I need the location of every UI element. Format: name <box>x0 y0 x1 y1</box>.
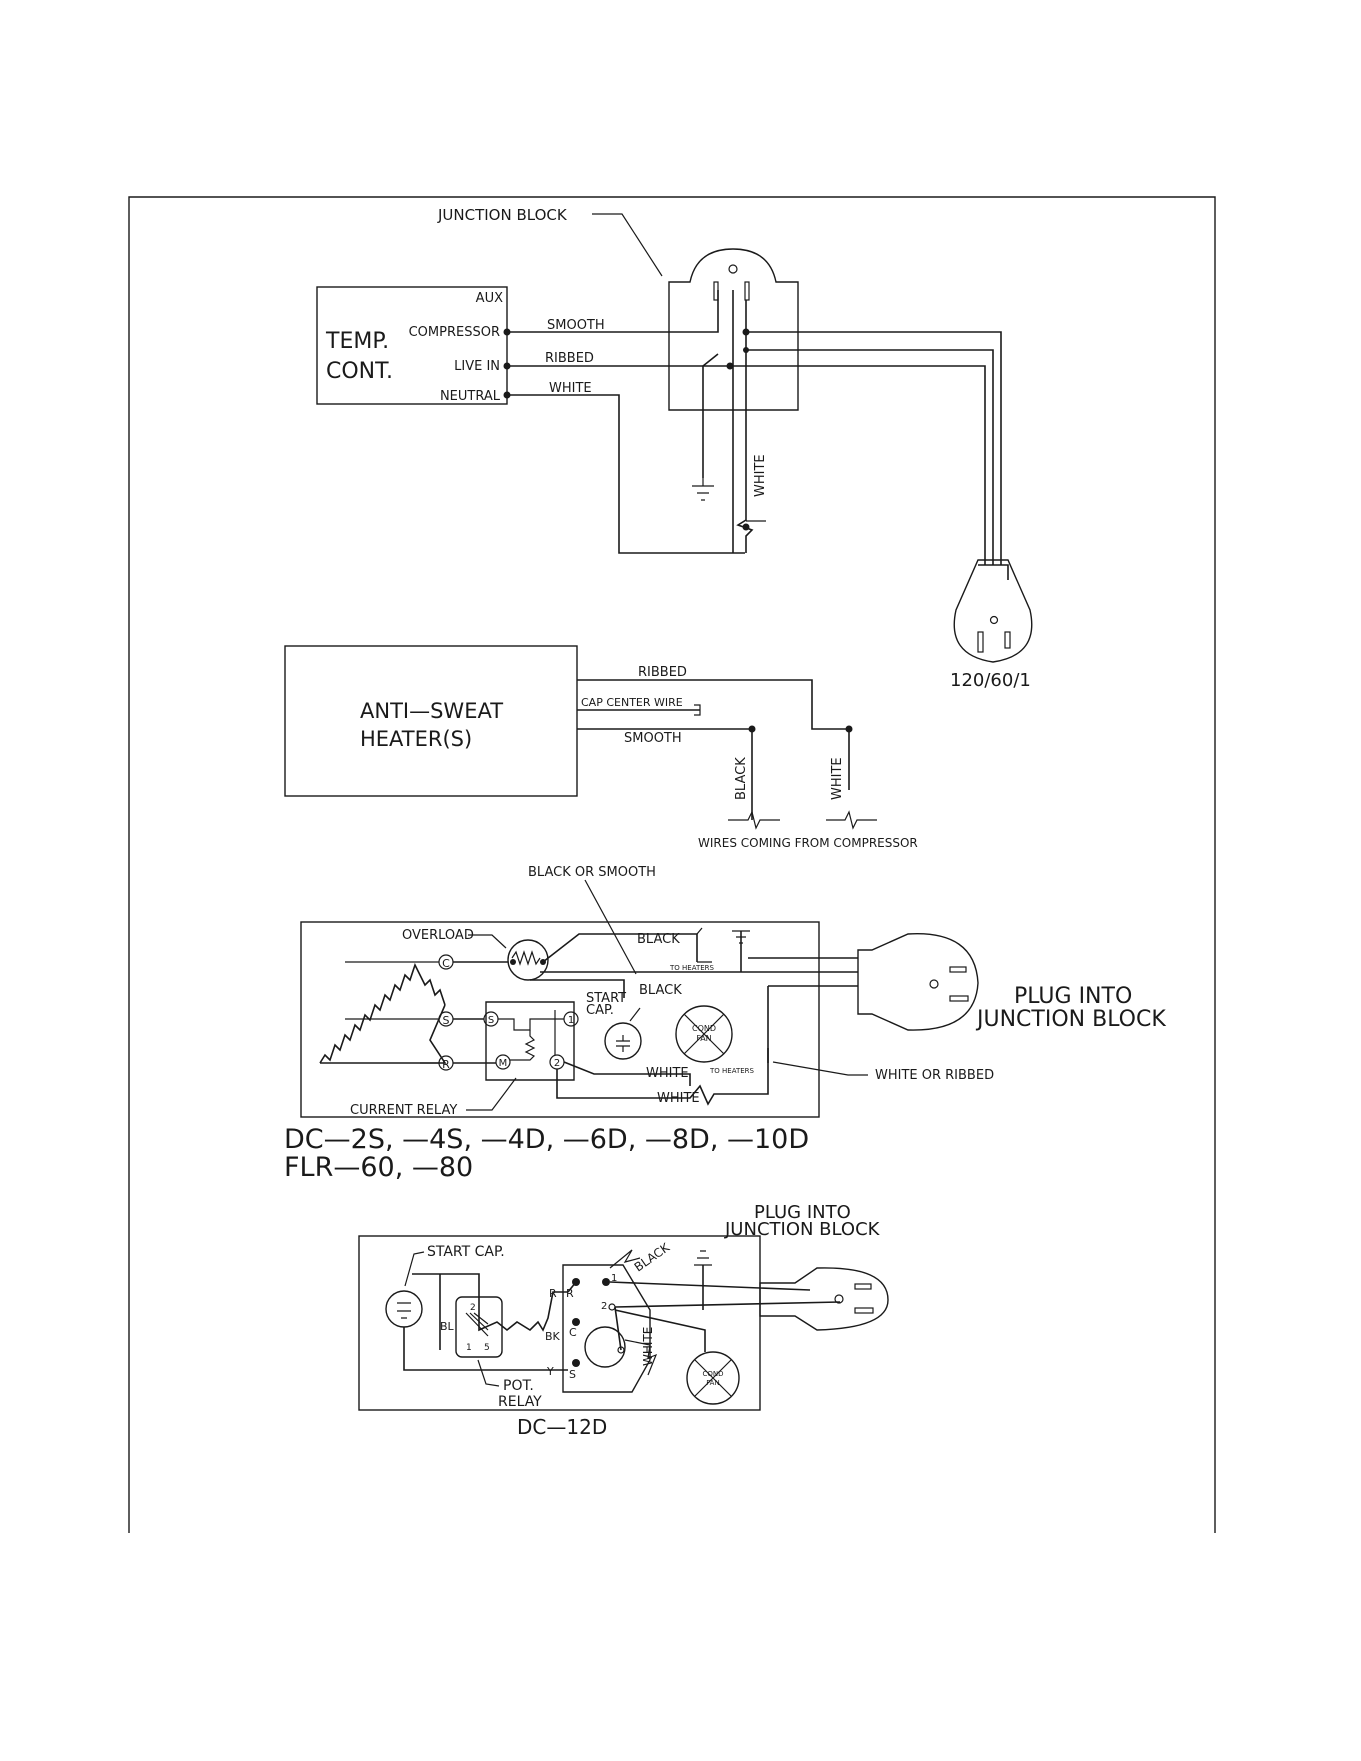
ground-symbol <box>692 478 714 501</box>
anti-sweat-smooth-label: SMOOTH <box>624 731 682 746</box>
junction-block-label: JUNCTION BLOCK <box>437 206 568 224</box>
smooth-wire <box>507 290 719 333</box>
outlet-face <box>953 559 1033 663</box>
current-relay-outline <box>485 1001 575 1081</box>
white-bottom-label: WHITE <box>657 1091 700 1106</box>
compressor-b-box <box>358 1235 761 1411</box>
black-top-label: BLACK <box>637 932 680 947</box>
svg-text:M: M <box>499 1058 508 1069</box>
svg-text:1: 1 <box>466 1343 472 1353</box>
white-b-label: WHITE <box>641 1327 655 1366</box>
anti-sweat-box <box>284 645 578 797</box>
svg-text:FAN: FAN <box>696 1034 711 1043</box>
junction-block-body <box>668 248 799 411</box>
model-b: DC—12D <box>517 1415 607 1439</box>
svg-text:5: 5 <box>484 1343 490 1353</box>
pot-relay-line1: POT. <box>503 1378 534 1394</box>
compressor-a-plug <box>857 933 979 1031</box>
model-a-line2: FLR—60, —80 <box>284 1152 473 1183</box>
black-wire-label: BLACK <box>734 757 749 800</box>
temp-control-section: TEMP. CONT. AUX COMPRESSOR LIVE IN NEUTR… <box>316 206 1033 691</box>
terminal-compressor: COMPRESSOR <box>409 325 500 340</box>
start-cap-b <box>385 1290 423 1328</box>
compressor-a-section: BLACK OR SMOOTH C S R OVERLOAD BLACK TO … <box>284 865 1166 1183</box>
wire-bl: BL <box>440 1320 455 1333</box>
svg-text:R: R <box>549 1287 557 1300</box>
current-relay-label: CURRENT RELAY <box>350 1103 457 1118</box>
plug-into-b-line1: PLUG INTO <box>754 1202 851 1223</box>
to-heaters-bottom: TO HEATERS <box>709 1067 755 1075</box>
temp-control-title-1: TEMP. <box>325 329 389 354</box>
black-or-smooth-note: BLACK OR SMOOTH <box>528 865 656 880</box>
plug-into-line2: JUNCTION BLOCK <box>975 1007 1166 1032</box>
terminal-live-in: LIVE IN <box>454 359 500 374</box>
terminal-neutral: NEUTRAL <box>440 389 501 404</box>
svg-text:1: 1 <box>611 1273 617 1284</box>
svg-text:2: 2 <box>601 1301 607 1312</box>
svg-text:COND: COND <box>692 1024 716 1033</box>
svg-text:C: C <box>569 1326 577 1339</box>
page-frame <box>128 196 1216 1533</box>
svg-text:S: S <box>569 1368 576 1381</box>
white-wire <box>507 394 745 554</box>
compressor-a-box <box>300 921 820 1118</box>
anti-sweat-section: ANTI—SWEAT HEATER(S) RIBBED CAP CENTER W… <box>284 645 918 850</box>
white-wire-label-2: WHITE <box>830 757 845 800</box>
compressor-b-plug <box>759 1267 889 1331</box>
plug-into-line1: PLUG INTO <box>1014 984 1132 1009</box>
overload-device <box>507 939 549 981</box>
white-mid-label: WHITE <box>646 1066 689 1081</box>
white-or-ribbed-label: WHITE OR RIBBED <box>875 1068 994 1083</box>
outlet-cord <box>978 564 1009 580</box>
start-cap-line1: START <box>586 991 626 1006</box>
svg-text:2: 2 <box>554 1058 560 1069</box>
svg-text:R: R <box>442 1058 450 1071</box>
svg-text:R: R <box>566 1287 574 1300</box>
svg-text:Y: Y <box>546 1365 554 1378</box>
svg-text:FAN: FAN <box>706 1379 719 1387</box>
motor-winding <box>319 962 446 1064</box>
anti-sweat-ribbed-label: RIBBED <box>638 665 687 680</box>
svg-text:1: 1 <box>568 1015 574 1026</box>
start-cap-b-label: START CAP. <box>427 1244 505 1260</box>
svg-text:C: C <box>442 957 450 970</box>
to-heaters-top: TO HEATERS <box>669 964 715 972</box>
plug-into-b-line2: JUNCTION BLOCK <box>724 1219 881 1240</box>
junction-white-label: WHITE <box>753 454 768 497</box>
start-cap-line2: CAP. <box>586 1003 614 1018</box>
cond-fan <box>675 1005 733 1063</box>
overload-label: OVERLOAD <box>402 928 474 943</box>
pot-relay-line2: RELAY <box>498 1394 542 1410</box>
svg-text:S: S <box>488 1015 494 1026</box>
wires-from-compressor-note: WIRES COMING FROM COMPRESSOR <box>698 836 918 850</box>
start-cap <box>604 1022 642 1060</box>
svg-text:S: S <box>443 1014 450 1027</box>
anti-sweat-title-1: ANTI—SWEAT <box>360 699 503 723</box>
svg-text:COND: COND <box>702 1370 723 1378</box>
smooth-wire-label: SMOOTH <box>547 318 605 333</box>
white-wire-label: WHITE <box>549 381 592 396</box>
temp-control-box <box>316 286 508 405</box>
pot-relay-box <box>455 1296 503 1358</box>
temp-control-title-2: CONT. <box>326 359 393 384</box>
anti-sweat-title-2: HEATER(S) <box>360 727 472 751</box>
terminal-board <box>562 1264 651 1393</box>
anti-sweat-ribbed-wire <box>577 679 850 790</box>
svg-text:2: 2 <box>470 1303 476 1313</box>
terminal-aux: AUX <box>476 291 503 306</box>
black-b-label: BLACK <box>632 1240 673 1275</box>
ribbed-wire-label: RIBBED <box>545 351 594 366</box>
junction-block-leader <box>592 213 663 277</box>
outlet-rating: 120/60/1 <box>950 670 1031 691</box>
junction-block-screw <box>728 264 738 274</box>
model-a-line1: DC—2S, —4S, —4D, —6D, —8D, —10D <box>284 1124 809 1155</box>
cap-center-wire-label: CAP CENTER WIRE <box>581 696 683 709</box>
black-mid-label: BLACK <box>639 983 682 998</box>
cond-fan-b <box>686 1351 740 1405</box>
svg-text:BK: BK <box>545 1330 561 1343</box>
compressor-b-section: PLUG INTO JUNCTION BLOCK START CAP. 2 1 … <box>358 1202 889 1439</box>
